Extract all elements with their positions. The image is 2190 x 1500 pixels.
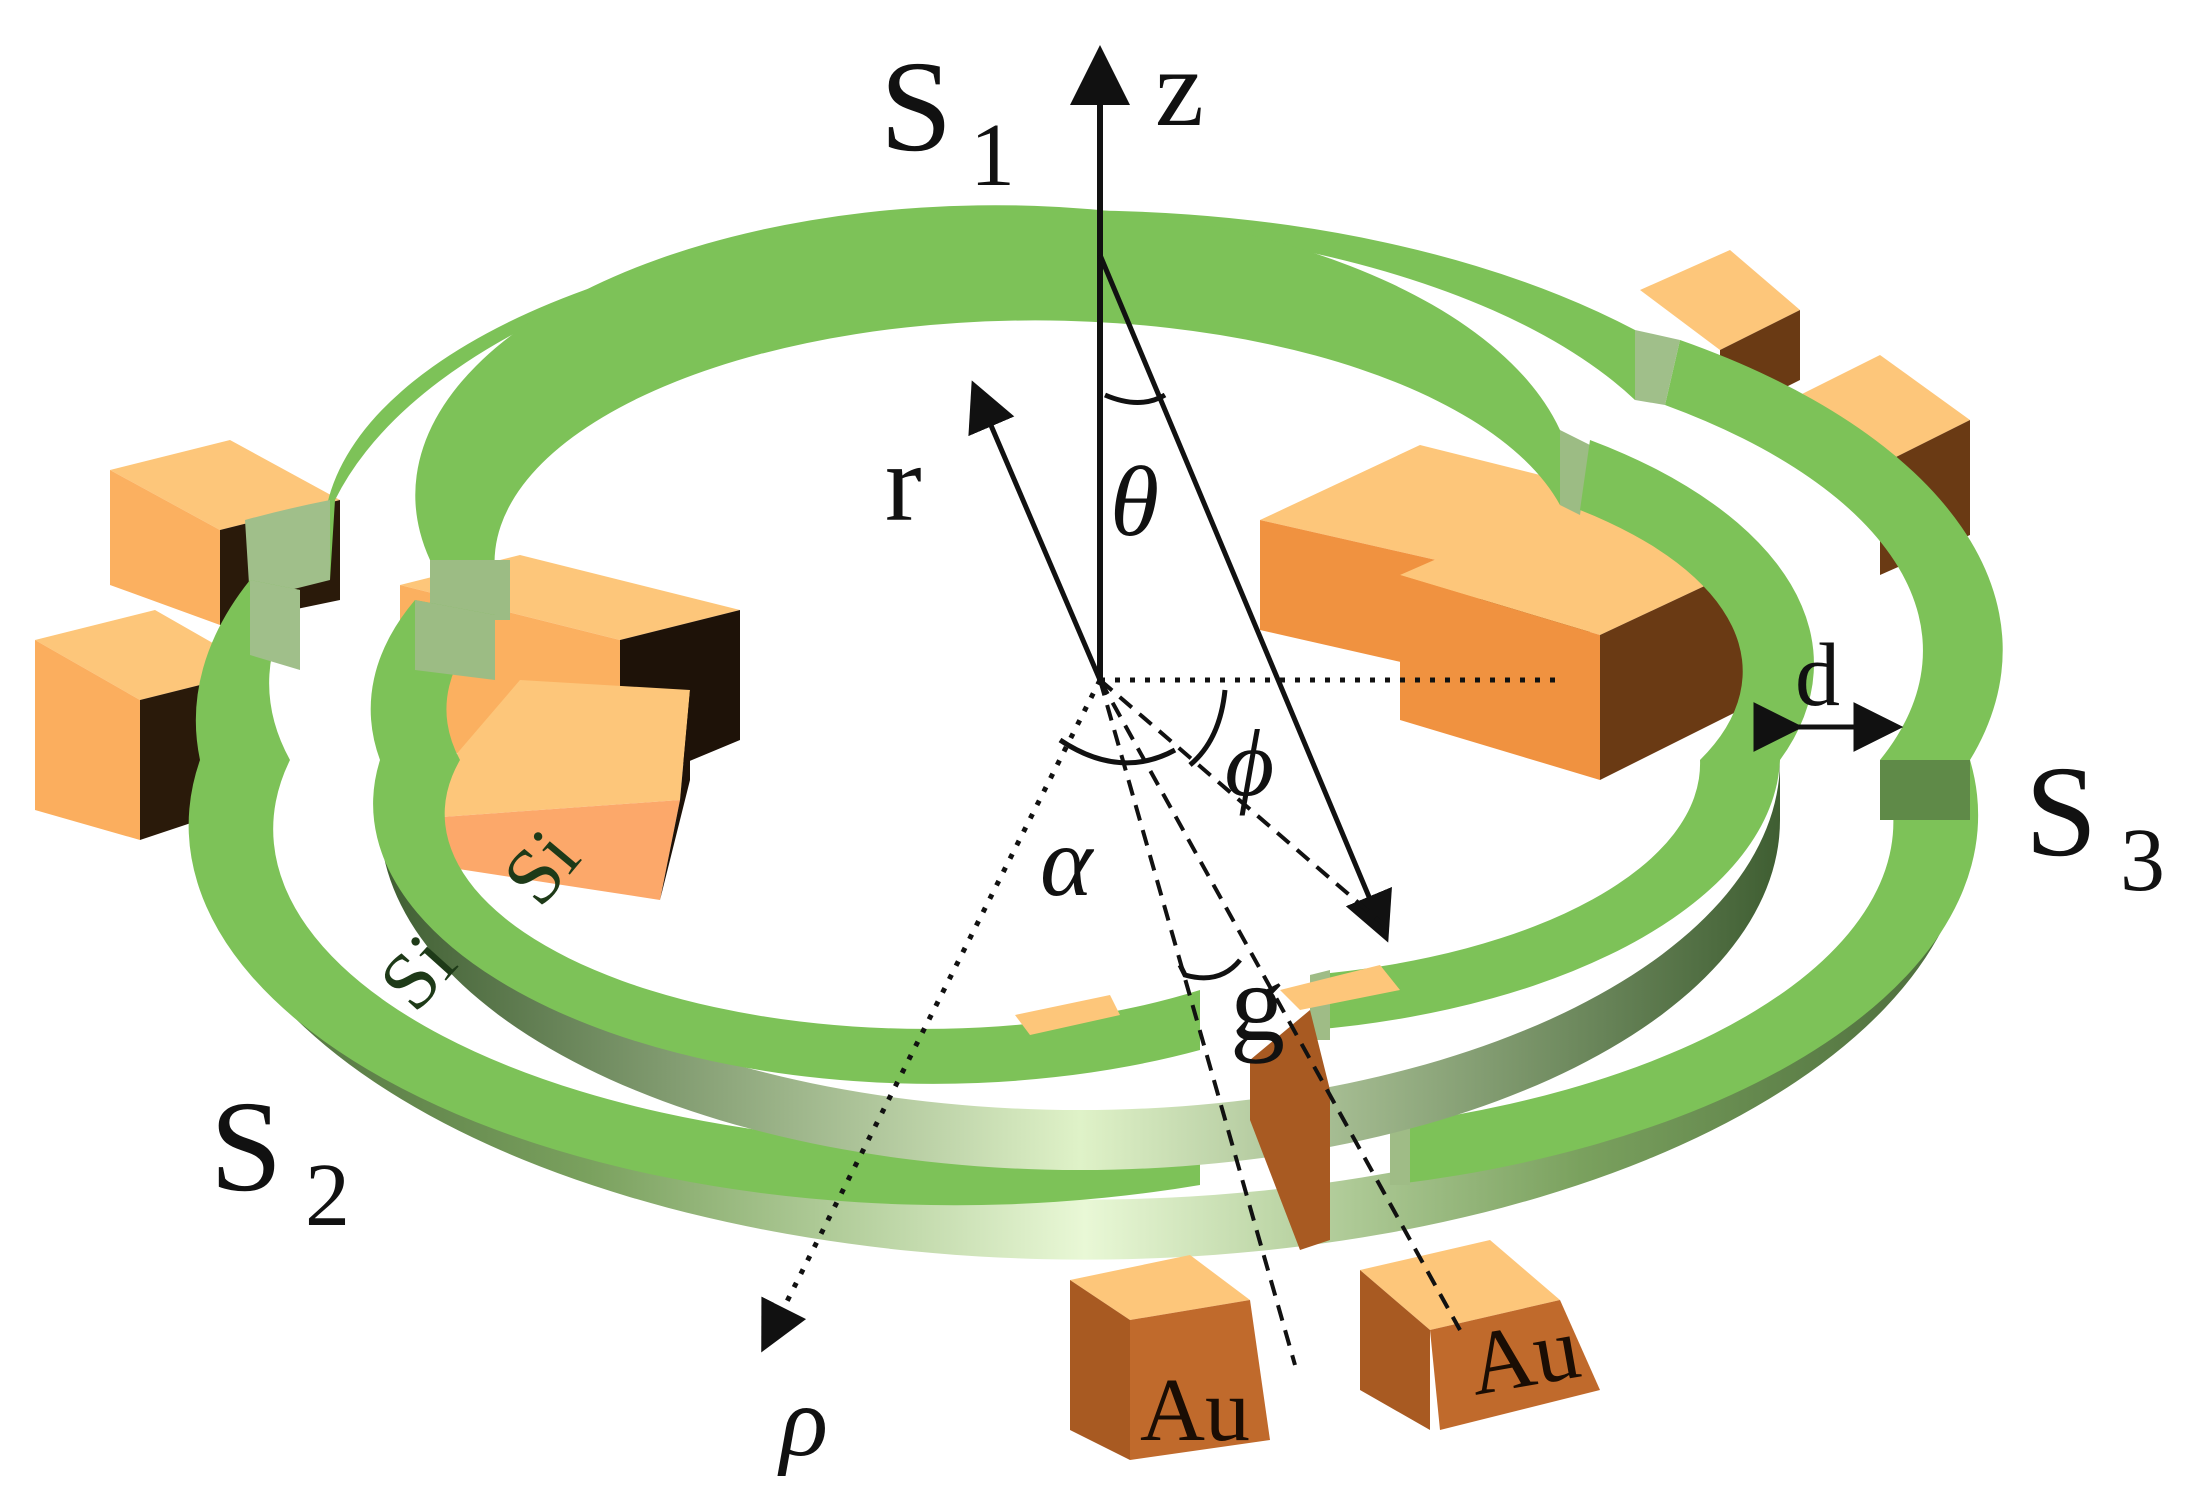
gold-block-front-right [1250,965,1600,1430]
s1-label: S [880,35,952,179]
coordinate-axes [761,45,1904,1366]
au-left-label: Au [1140,1361,1250,1460]
z-axis-label: z [1155,27,1204,149]
projection-line [1098,678,1392,932]
s1-subscript: 1 [970,106,1015,205]
rho-axis [761,678,1103,1353]
theta-arc [1104,392,1167,405]
phi-arc [1188,689,1228,767]
vector-to-ring [1097,254,1392,943]
rho-label: ρ [777,1366,828,1477]
d-label: d [1795,626,1840,725]
theta-label: θ [1110,446,1159,557]
s2-subscript: 2 [305,1146,350,1245]
alpha-arc [1058,737,1177,766]
s2-label: S [210,1075,282,1219]
gap-arc [1177,958,1242,981]
gold-block-front-left [1015,995,1270,1460]
r-vector [968,380,1103,681]
s3-subscript: 3 [2120,811,2165,910]
g-label: g [1230,942,1285,1064]
outer-ring [188,210,2003,1260]
gap-line-left [1098,679,1297,1366]
au-right-label: Au [1461,1298,1587,1415]
gap-line-right [1098,679,1462,1331]
s3-label: S [2025,740,2097,884]
gold-block-center-left-front [400,680,690,900]
phi-label: ϕ [1225,710,1274,816]
inner-ring [370,205,1814,1170]
alpha-label: α [1040,806,1095,917]
r-label: r [885,422,922,544]
